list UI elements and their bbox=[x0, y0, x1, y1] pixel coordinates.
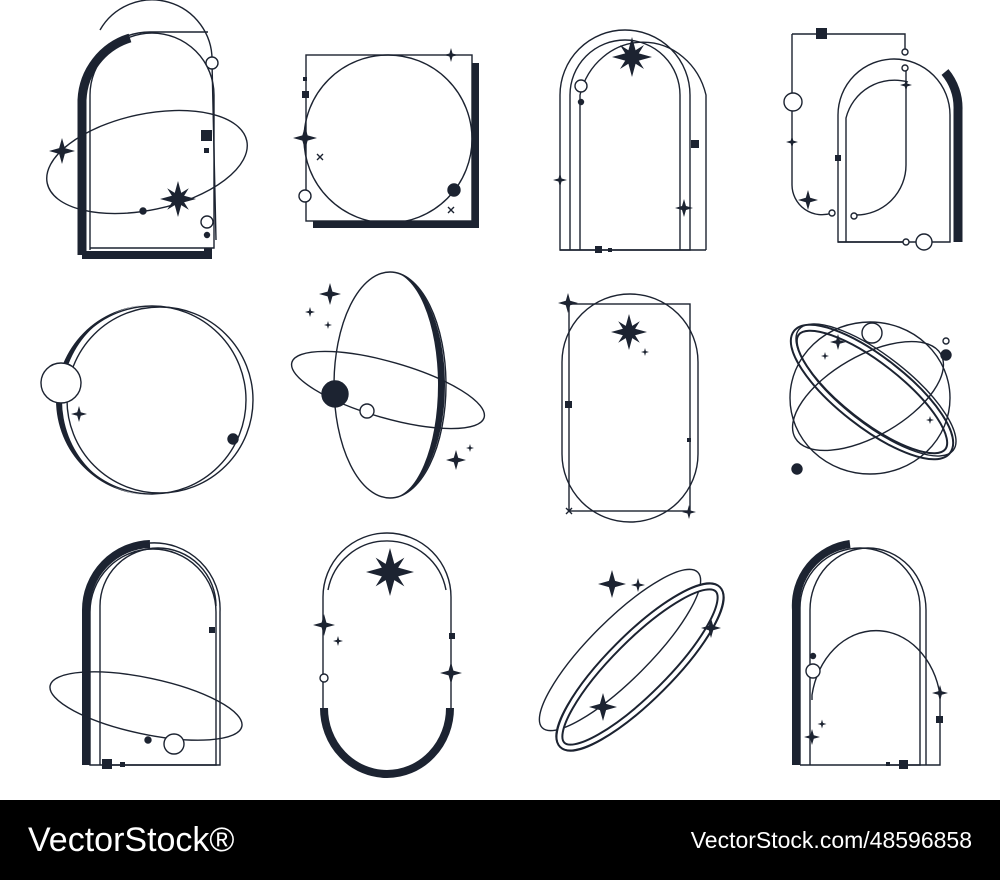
sparkle-icon bbox=[641, 348, 649, 356]
sparkle-icon bbox=[804, 729, 820, 745]
sparkle-icon bbox=[446, 450, 466, 470]
star-icon bbox=[160, 181, 196, 218]
frame-square-circle bbox=[298, 54, 479, 228]
sparkle-icon bbox=[598, 570, 626, 598]
frame-crescent-circle bbox=[40, 305, 254, 495]
sparkle-icon bbox=[324, 321, 332, 329]
sparkle-icon bbox=[817, 719, 827, 729]
sparkle-icon bbox=[333, 636, 343, 646]
frame-arch-inner-arc bbox=[791, 540, 943, 769]
vectorstock-logo: VectorStock® bbox=[28, 820, 235, 859]
stock-id-text: VectorStock.com/48596858 bbox=[690, 826, 972, 853]
sparkle-icon bbox=[440, 662, 462, 684]
sparkle-icon bbox=[466, 444, 474, 452]
sparkle-icon bbox=[631, 578, 645, 592]
sparkle-icon bbox=[558, 293, 578, 313]
frame-tilted-orbit-rings bbox=[789, 321, 957, 475]
star-icon bbox=[612, 37, 652, 77]
star-icon bbox=[365, 548, 414, 596]
sparkle-icon bbox=[786, 136, 798, 148]
frame-arch-with-orbit bbox=[46, 0, 248, 259]
frame-offset-arch-path bbox=[783, 28, 963, 251]
sparkle-icon bbox=[305, 307, 315, 317]
sparkle-icon bbox=[682, 505, 696, 519]
frame-rect-capsule bbox=[561, 293, 699, 523]
frames-illustration bbox=[40, 0, 963, 778]
sparkle-icon bbox=[313, 614, 335, 636]
frame-diagonal-rings bbox=[538, 568, 725, 752]
frame-capsule-star bbox=[319, 532, 455, 778]
frame-arch-with-ellipse bbox=[49, 540, 243, 769]
sparkle-icon bbox=[553, 173, 567, 187]
frame-vertical-ellipse-orbit bbox=[290, 271, 486, 499]
watermark-bar: VectorStock® VectorStock.com/48596858 bbox=[0, 800, 1000, 880]
sparkle-icon bbox=[71, 406, 87, 422]
sparkle-icon bbox=[932, 685, 948, 701]
sparkle-icon bbox=[319, 283, 341, 305]
sparkle-icon bbox=[926, 416, 934, 424]
sparkle-icon bbox=[821, 352, 829, 360]
star-icon bbox=[611, 314, 647, 350]
frame-triple-arch bbox=[559, 29, 707, 253]
